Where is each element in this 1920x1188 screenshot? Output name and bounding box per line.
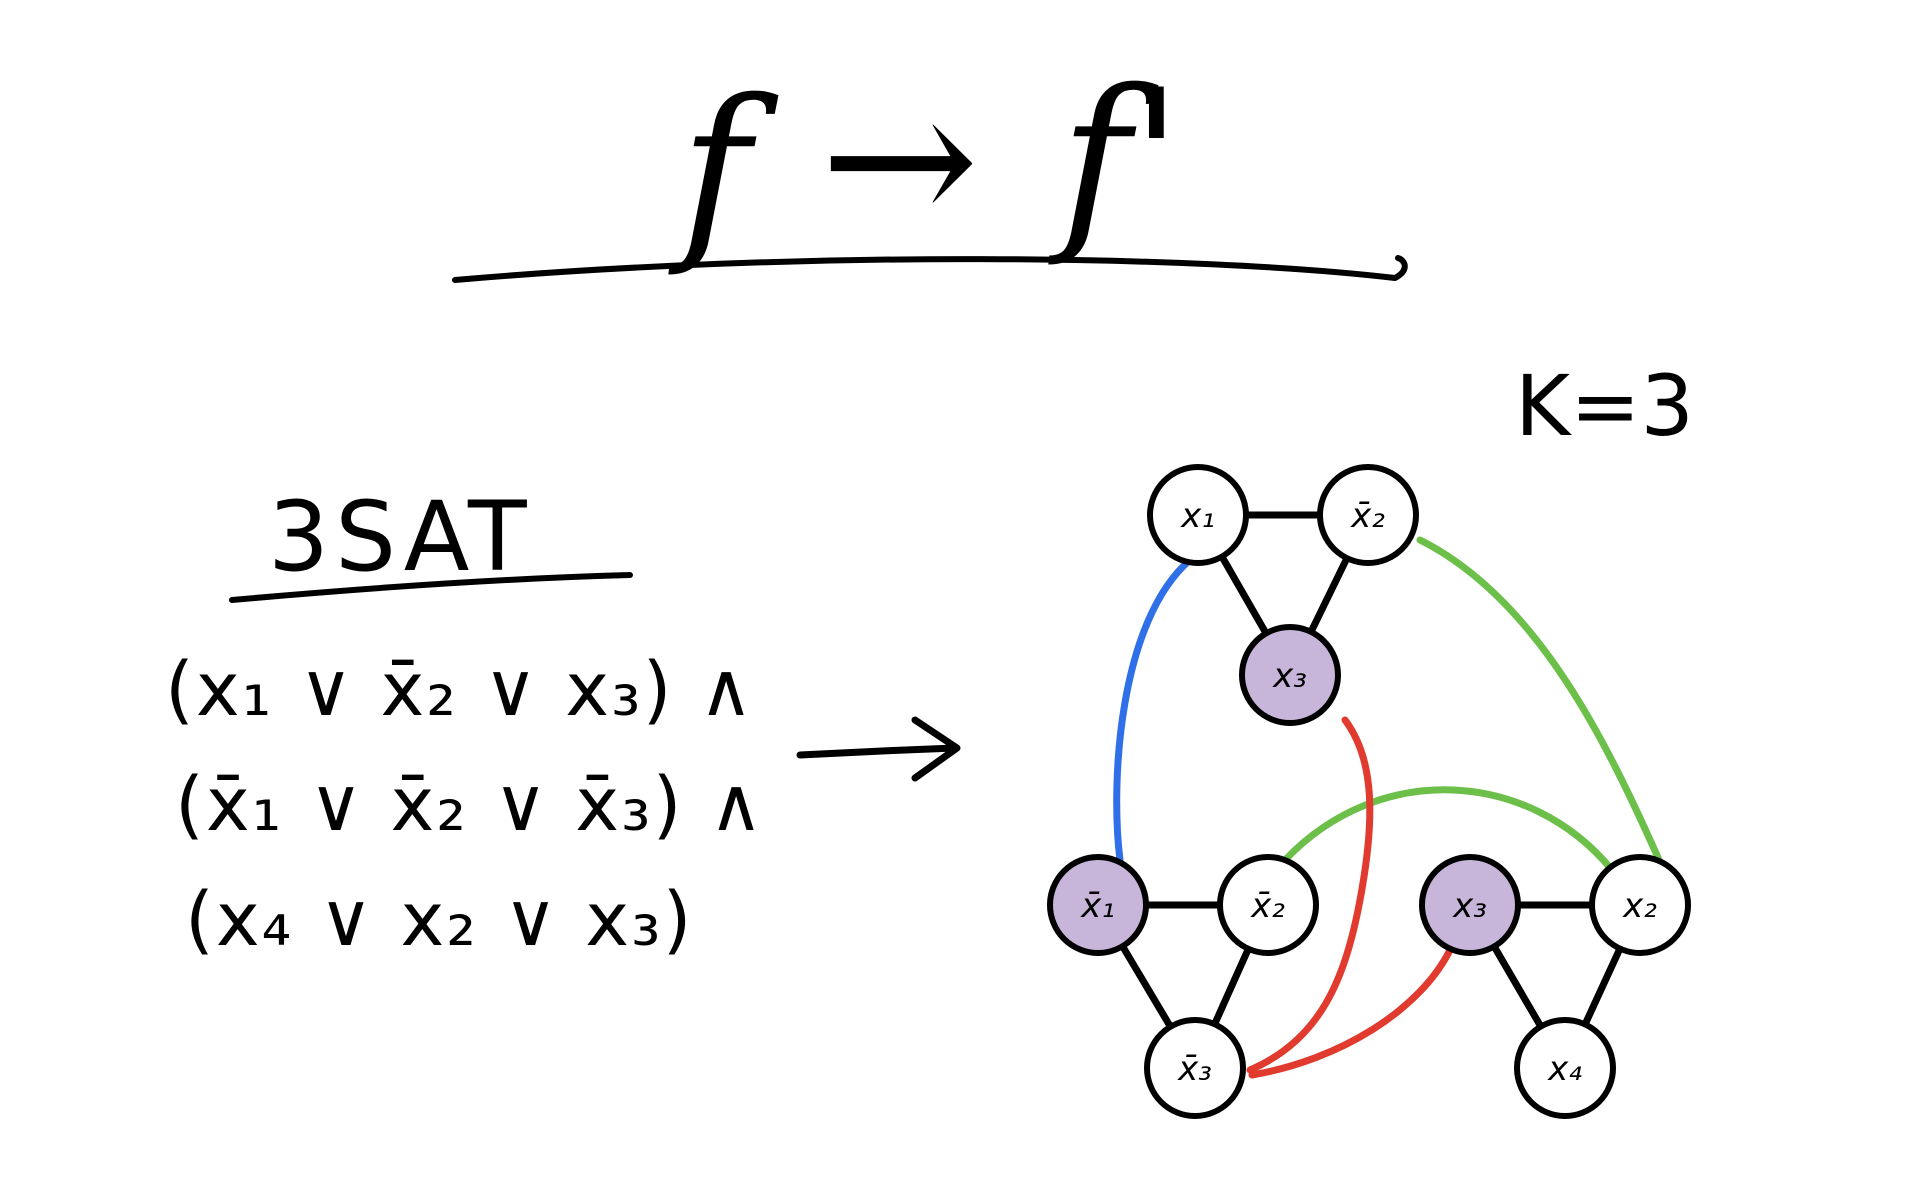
node-label: x₃ xyxy=(1452,886,1487,926)
sat-heading: 3SAT xyxy=(268,481,533,593)
node-label: x₂ xyxy=(1622,886,1657,926)
node-circle xyxy=(1239,624,1341,726)
graph-node-n5: x̄₂ xyxy=(1217,854,1319,956)
title-underline xyxy=(452,255,1408,283)
graph-node-n3: x₃ xyxy=(1239,624,1341,726)
edge-green-1 xyxy=(1416,536,1664,866)
edge-green-2 xyxy=(1281,786,1616,874)
node-label: x₁ xyxy=(1180,496,1215,536)
node-circle xyxy=(1419,854,1521,956)
title-arrow: → xyxy=(820,49,979,270)
node-circle xyxy=(1217,854,1319,956)
k-label: K=3 xyxy=(1515,357,1694,455)
node-label: x̄₃ xyxy=(1177,1049,1212,1089)
node-circle xyxy=(1047,854,1149,956)
node-circle xyxy=(1147,464,1249,566)
edge-red-1 xyxy=(1246,716,1374,1074)
edge-blue xyxy=(1113,556,1194,864)
reduction-title: f → f' xyxy=(452,49,1408,283)
node-circle xyxy=(1144,1017,1246,1119)
node-label: x₃ xyxy=(1272,656,1307,696)
node-label: x₄ xyxy=(1547,1049,1582,1089)
sat-formula: 3SAT (x₁ ∨ x̄₂ ∨ x₃) ∧ (x̄₁ ∨ x̄₂ ∨ x̄₃)… xyxy=(165,481,765,963)
node-label: x̄₁ xyxy=(1080,886,1115,926)
graph-node-n2: x̄₂ xyxy=(1317,464,1419,566)
clique-graph: x₁ x̄₂ x₃ x̄₁ x̄₂ x̄₃ x₃ x₂ x₄ xyxy=(1047,464,1691,1119)
sat-heading-underline xyxy=(229,572,633,603)
graph-node-n6: x̄₃ xyxy=(1144,1017,1246,1119)
node-label: x̄₂ xyxy=(1350,496,1385,536)
graph-node-n7: x₃ xyxy=(1419,854,1521,956)
transform-arrow xyxy=(796,716,961,782)
clause-3: (x₄ ∨ x₂ ∨ x₃) xyxy=(185,877,694,963)
graph-node-n1: x₁ xyxy=(1147,464,1249,566)
graph-node-n8: x₂ xyxy=(1589,854,1691,956)
title-left: f xyxy=(668,59,779,280)
node-label: x̄₂ xyxy=(1250,886,1285,926)
graph-node-n9: x₄ xyxy=(1514,1017,1616,1119)
clause-1: (x₁ ∨ x̄₂ ∨ x₃) ∧ xyxy=(165,647,755,733)
graph-edges xyxy=(1094,511,1664,1079)
node-circle xyxy=(1514,1017,1616,1119)
node-circle xyxy=(1317,464,1419,566)
node-circle xyxy=(1589,854,1691,956)
edge-red-2 xyxy=(1248,946,1454,1079)
graph-node-n4: x̄₁ xyxy=(1047,854,1149,956)
graph-nodes: x₁ x̄₂ x₃ x̄₁ x̄₂ x̄₃ x₃ x₂ x₄ xyxy=(1047,464,1691,1119)
clause-2: (x̄₁ ∨ x̄₂ ∨ x̄₃) ∧ xyxy=(175,762,765,848)
title-right: f' xyxy=(1048,49,1183,270)
